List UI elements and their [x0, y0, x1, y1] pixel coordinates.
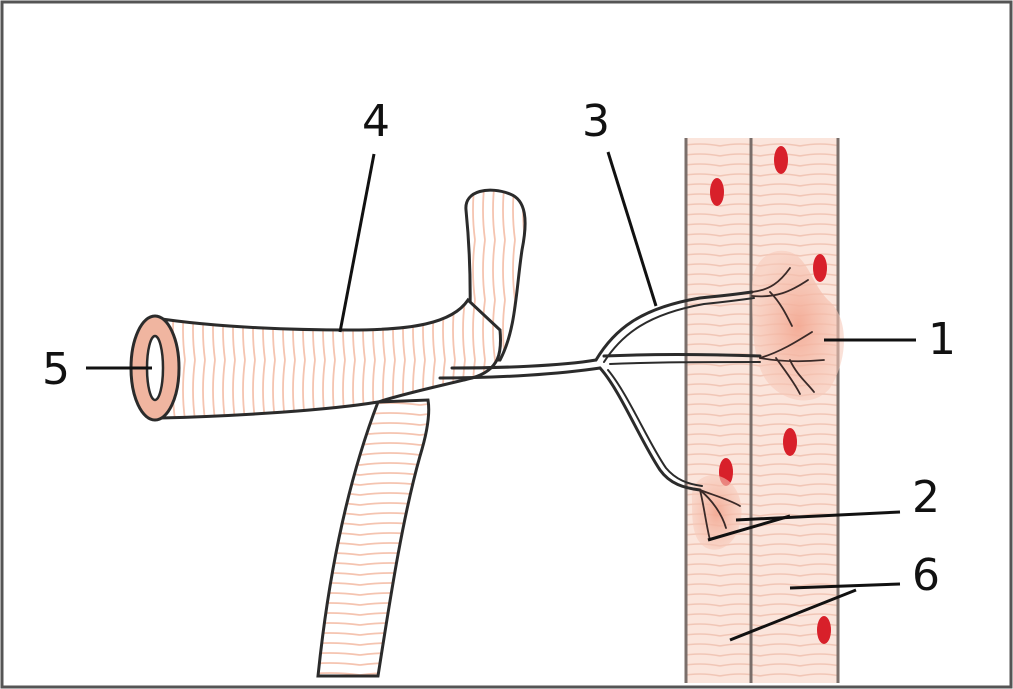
nucleus — [783, 428, 797, 456]
label-1: 1 — [928, 314, 956, 365]
nucleus — [817, 616, 831, 644]
muscle-fibers — [686, 138, 838, 683]
nucleus — [774, 146, 788, 174]
nucleus — [710, 178, 724, 206]
nucleus — [813, 254, 827, 282]
label-6: 6 — [912, 550, 940, 601]
label-3: 3 — [582, 96, 610, 147]
label-2: 2 — [912, 472, 940, 523]
muscle-fiber-left — [686, 138, 751, 683]
axon-middle — [604, 355, 760, 357]
label-4: 4 — [362, 96, 390, 147]
label-5: 5 — [42, 344, 70, 395]
